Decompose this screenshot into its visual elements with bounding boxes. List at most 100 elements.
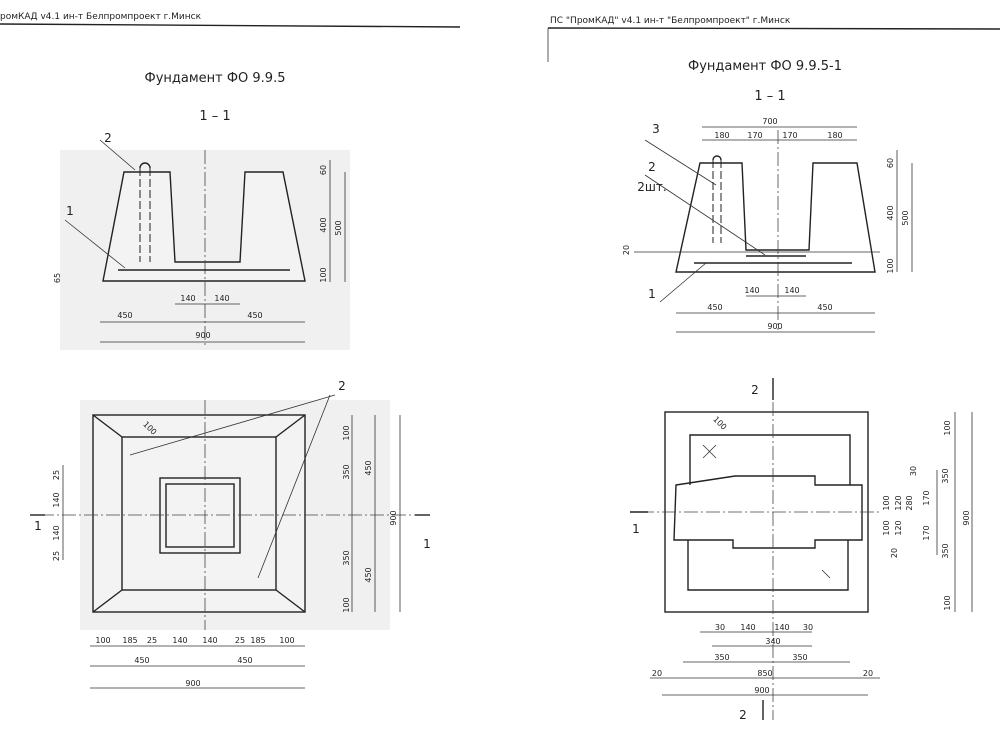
left-plan-labels-item: 140 [52,525,61,540]
left-plan-drawing [30,394,430,689]
right-section-labels-item: 100 [886,258,895,273]
right-plan-labels-item: 30 [803,623,813,632]
right-section-labels-item: 1 [648,287,656,301]
right-page: ПС "ПромКАД" v4.1 ин-т "Белпромпроект" г… [547,16,1000,720]
right-plan-labels-item: 2 [739,708,747,722]
left-plan-labels-item: 450 [364,460,373,475]
left-section-labels-item: 65 [53,273,62,283]
right-plan-labels-item: 100 [711,415,728,432]
right-plan-labels-item: 2 [751,383,759,397]
right-section-labels-item: 900 [767,322,782,331]
right-plan-labels-item: 100 [882,520,891,535]
right-plan-labels-item: 30 [909,466,918,476]
left-plan-labels-item: 100 [279,636,294,645]
right-section-labels-item: 170 [782,131,797,140]
right-plan-labels-item: 170 [922,525,931,540]
left-section-labels-item: 900 [195,331,210,340]
right-section-labels-item: 20 [622,245,631,255]
left-section-labels-item: 450 [247,311,262,320]
left-section-labels-item: 500 [334,220,343,235]
right-plan-labels-item: 350 [714,653,729,662]
right-section-labels-item: 400 [886,205,895,220]
right-plan-labels-item: 280 [905,495,914,510]
left-plan-labels-item: 900 [389,510,398,525]
left-plan-labels-item: 25 [235,636,245,645]
right-plan-labels-item: 900 [754,686,769,695]
left-plan-labels-item: 25 [52,470,61,480]
left-plan-labels-item: 1 [423,537,431,551]
left-plan-labels-item: 140 [202,636,217,645]
right-plan-labels-item: 140 [740,623,755,632]
right-plan-labels-item: 170 [922,490,931,505]
right-section-drawing [634,126,913,333]
left-section-labels-item: 140 [214,294,229,303]
right-plan-labels-item: 900 [962,510,971,525]
left-plan-labels-item: 350 [342,550,351,565]
right-plan-labels-item: 140 [774,623,789,632]
left-plan-labels-item: 100 [342,425,351,440]
left-plan-labels-item: 140 [52,492,61,507]
left-header-rule [0,23,461,28]
left-plan-labels-item: 900 [185,679,200,688]
left-plan-labels-item: 25 [147,636,157,645]
right-plan-labels-item: 350 [941,468,950,483]
left-section-labels-item: 60 [319,165,328,175]
left-plan-labels-item: 1 [34,519,42,533]
left-section-drawing [60,139,350,350]
left-plan-labels-item: 25 [52,551,61,561]
right-header-rule [547,27,1000,30]
right-section-labels-item: 3 [652,122,660,136]
right-section-labels-item: 170 [747,131,762,140]
right-section-labels-item: 2шт. [637,180,666,194]
right-plan-labels-item: 120 [894,495,903,510]
left-plan-labels-item: 100 [95,636,110,645]
left-section-labels-item: 100 [319,267,328,282]
right-plan-labels-item: 20 [652,669,662,678]
right-plan-labels-item: 20 [890,548,899,558]
left-plan-labels-item: 2 [338,379,346,393]
right-plan-labels-item: 350 [792,653,807,662]
right-section-labels-item: 140 [744,286,759,295]
right-plan-labels-item: 30 [715,623,725,632]
right-plan-labels-item: 100 [882,495,891,510]
left-section-labels-item: 2 [104,131,112,145]
left-plan-labels-item: 100 [342,597,351,612]
left-plan-labels-item: 140 [172,636,187,645]
left-title: Фундамент ФО 9.9.5 [145,71,286,86]
left-plan-labels-item: 185 [250,636,265,645]
left-plan-labels-item: 450 [364,567,373,582]
right-section-labels-item: 700 [762,117,777,126]
left-plan-labels-item: 350 [342,464,351,479]
right-header-text: ПС "ПромКАД" v4.1 ин-т "Белпромпроект" г… [550,16,791,26]
right-section-labels-item: 60 [886,158,895,168]
left-header-text: ромКАД v4.1 ин-т Белпромпроект г.Минск [0,12,202,22]
right-plan-labels-item: 20 [863,669,873,678]
right-plan-labels-item: 120 [894,520,903,535]
right-section-labels-item: 2 [648,160,656,174]
right-plan-labels-item: 850 [757,669,772,678]
left-section-labels-item: 450 [117,311,132,320]
left-page: ромКАД v4.1 ин-т Белпромпроект г.Минск Ф… [0,12,461,689]
left-section-title: 1 – 1 [199,109,230,124]
right-section-labels-item: 450 [817,303,832,312]
left-section-labels-item: 1 [66,204,74,218]
right-plan-drawing [630,378,973,720]
right-section-title: 1 – 1 [754,89,785,104]
right-plan-labels-item: 1 [632,522,640,536]
right-section-labels-item: 450 [707,303,722,312]
right-plan-labels-item: 100 [943,595,952,610]
right-section-labels-item: 500 [901,210,910,225]
right-plan-labels-item: 100 [943,420,952,435]
left-section-labels-item: 140 [180,294,195,303]
right-section-labels-item: 180 [827,131,842,140]
left-plan-labels-item: 185 [122,636,137,645]
right-plan-labels-item: 350 [941,543,950,558]
left-plan-labels-item: 450 [134,656,149,665]
left-section-labels-item: 400 [319,217,328,232]
right-title: Фундамент ФО 9.9.5-1 [688,59,842,74]
right-plan-labels-item: 340 [765,637,780,646]
right-section-labels-item: 180 [714,131,729,140]
right-section-labels-item: 140 [784,286,799,295]
